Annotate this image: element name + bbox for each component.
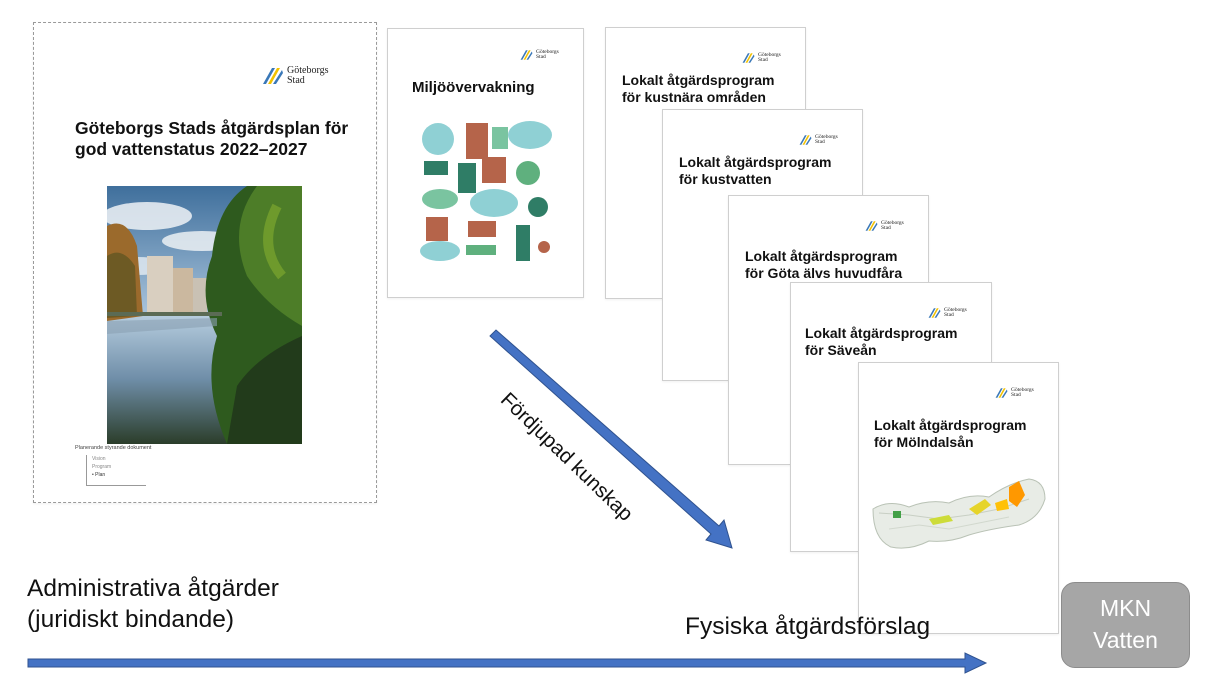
city-crest-icon	[263, 68, 283, 84]
logo-text-line2: Stad	[815, 139, 825, 145]
city-crest-icon	[520, 50, 533, 60]
main-doc-title-line2: god vattenstatus 2022–2027	[75, 139, 308, 159]
logo-text-line1: Göteborgs	[944, 306, 967, 313]
city-crest-icon	[995, 388, 1008, 398]
pending-docs-list: Vision Program • Plan	[86, 455, 146, 486]
program-title-gota-alv: Lokalt åtgärdsprogram för Göta älvs huvu…	[745, 248, 902, 282]
pending-docs-label: Planerande styrande dokument	[75, 445, 152, 451]
mkn-water-box: MKN Vatten	[1061, 582, 1190, 668]
city-crest-icon	[928, 308, 941, 318]
pending-item-program: Program	[92, 464, 112, 470]
logo-text-line1: Göteborgs	[287, 65, 329, 76]
goteborgs-stad-logo: Göteborgs Stad	[799, 134, 838, 146]
goteborgs-stad-logo: Göteborgs Stad	[928, 307, 967, 319]
city-crest-icon	[742, 53, 755, 63]
logo-text-line2: Stad	[758, 57, 768, 63]
main-doc-title: Göteborgs Stads åtgärdsplan för god vatt…	[75, 118, 348, 160]
administrative-measures-line1: Administrativa åtgärder	[27, 575, 279, 602]
main-plan-document: Göteborgs Stad Göteborgs Stads åtgärdspl…	[33, 22, 377, 503]
program-title-line2: för Säveån	[805, 341, 877, 358]
program-title-line2: för kustvatten	[679, 170, 772, 187]
administrative-measures-line2: (juridiskt bindande)	[27, 606, 234, 634]
environmental-monitoring-document: Göteborgs Stad Miljöövervakning	[387, 28, 584, 298]
logo-text-line1: Göteborgs	[758, 51, 781, 58]
program-title-line1: Lokalt åtgärdsprogram	[874, 417, 1027, 433]
logo-text-line1: Göteborgs	[815, 133, 838, 140]
logo-text-line2: Stad	[287, 75, 305, 86]
logo-text-line2: Stad	[1011, 392, 1021, 398]
logo-text-line1: Göteborgs	[881, 219, 904, 226]
program-document-molndalsan: Göteborgs Stad Lokalt åtgärdsprogram för…	[858, 362, 1059, 634]
program-title-coastal-areas: Lokalt åtgärdsprogram för kustnära områd…	[622, 72, 774, 106]
city-illustration	[420, 121, 552, 261]
program-title-molndalsan: Lokalt åtgärdsprogram för Mölndalsån	[874, 417, 1026, 451]
city-crest-icon	[799, 135, 812, 145]
administrative-measures-label: Administrativa åtgärder (juridiskt binda…	[27, 573, 279, 635]
pending-item-plan: • Plan	[92, 472, 106, 478]
program-title-line2: för Göta älvs huvudfåra	[745, 264, 903, 281]
logo-text-line1: Göteborgs	[1011, 386, 1034, 393]
program-title-savean: Lokalt åtgärdsprogram för Säveån	[805, 325, 957, 359]
mkn-line2: Vatten	[1093, 627, 1158, 653]
program-title-line1: Lokalt åtgärdsprogram	[745, 248, 898, 264]
city-crest-icon	[865, 221, 878, 231]
deepened-knowledge-arrow	[489, 329, 733, 549]
logo-text-line1: Göteborgs	[536, 48, 559, 55]
goteborgs-stad-logo: Göteborgs Stad	[262, 66, 328, 86]
goteborgs-stad-logo: Göteborgs Stad	[742, 52, 781, 64]
logo-text-line2: Stad	[881, 225, 891, 231]
goteborgs-stad-logo: Göteborgs Stad	[995, 387, 1034, 399]
goteborgs-stad-logo: Göteborgs Stad	[520, 49, 559, 61]
program-title-line1: Lokalt åtgärdsprogram	[679, 154, 832, 170]
program-title-line1: Lokalt åtgärdsprogram	[805, 325, 958, 341]
environmental-monitoring-title: Miljöövervakning	[412, 79, 535, 96]
program-title-coastal-water: Lokalt åtgärdsprogram för kustvatten	[679, 154, 831, 188]
mkn-line1: MKN	[1099, 595, 1152, 622]
logo-text-line2: Stad	[944, 312, 954, 318]
program-title-line1: Lokalt åtgärdsprogram	[622, 72, 775, 88]
pending-item-vision: Vision	[92, 456, 106, 462]
program-title-line2: för kustnära områden	[622, 88, 766, 105]
physical-measures-label: Fysiska åtgärdsförslag	[685, 613, 931, 640]
canal-photo	[107, 186, 302, 444]
logo-text-line2: Stad	[536, 54, 546, 60]
goteborgs-stad-logo: Göteborgs Stad	[865, 220, 904, 232]
administrative-to-physical-arrow	[27, 652, 988, 674]
molndalsan-catchment-map	[872, 478, 1046, 549]
program-title-line2: för Mölndalsån	[874, 433, 974, 450]
main-doc-title-line1: Göteborgs Stads åtgärdsplan för	[75, 118, 349, 138]
